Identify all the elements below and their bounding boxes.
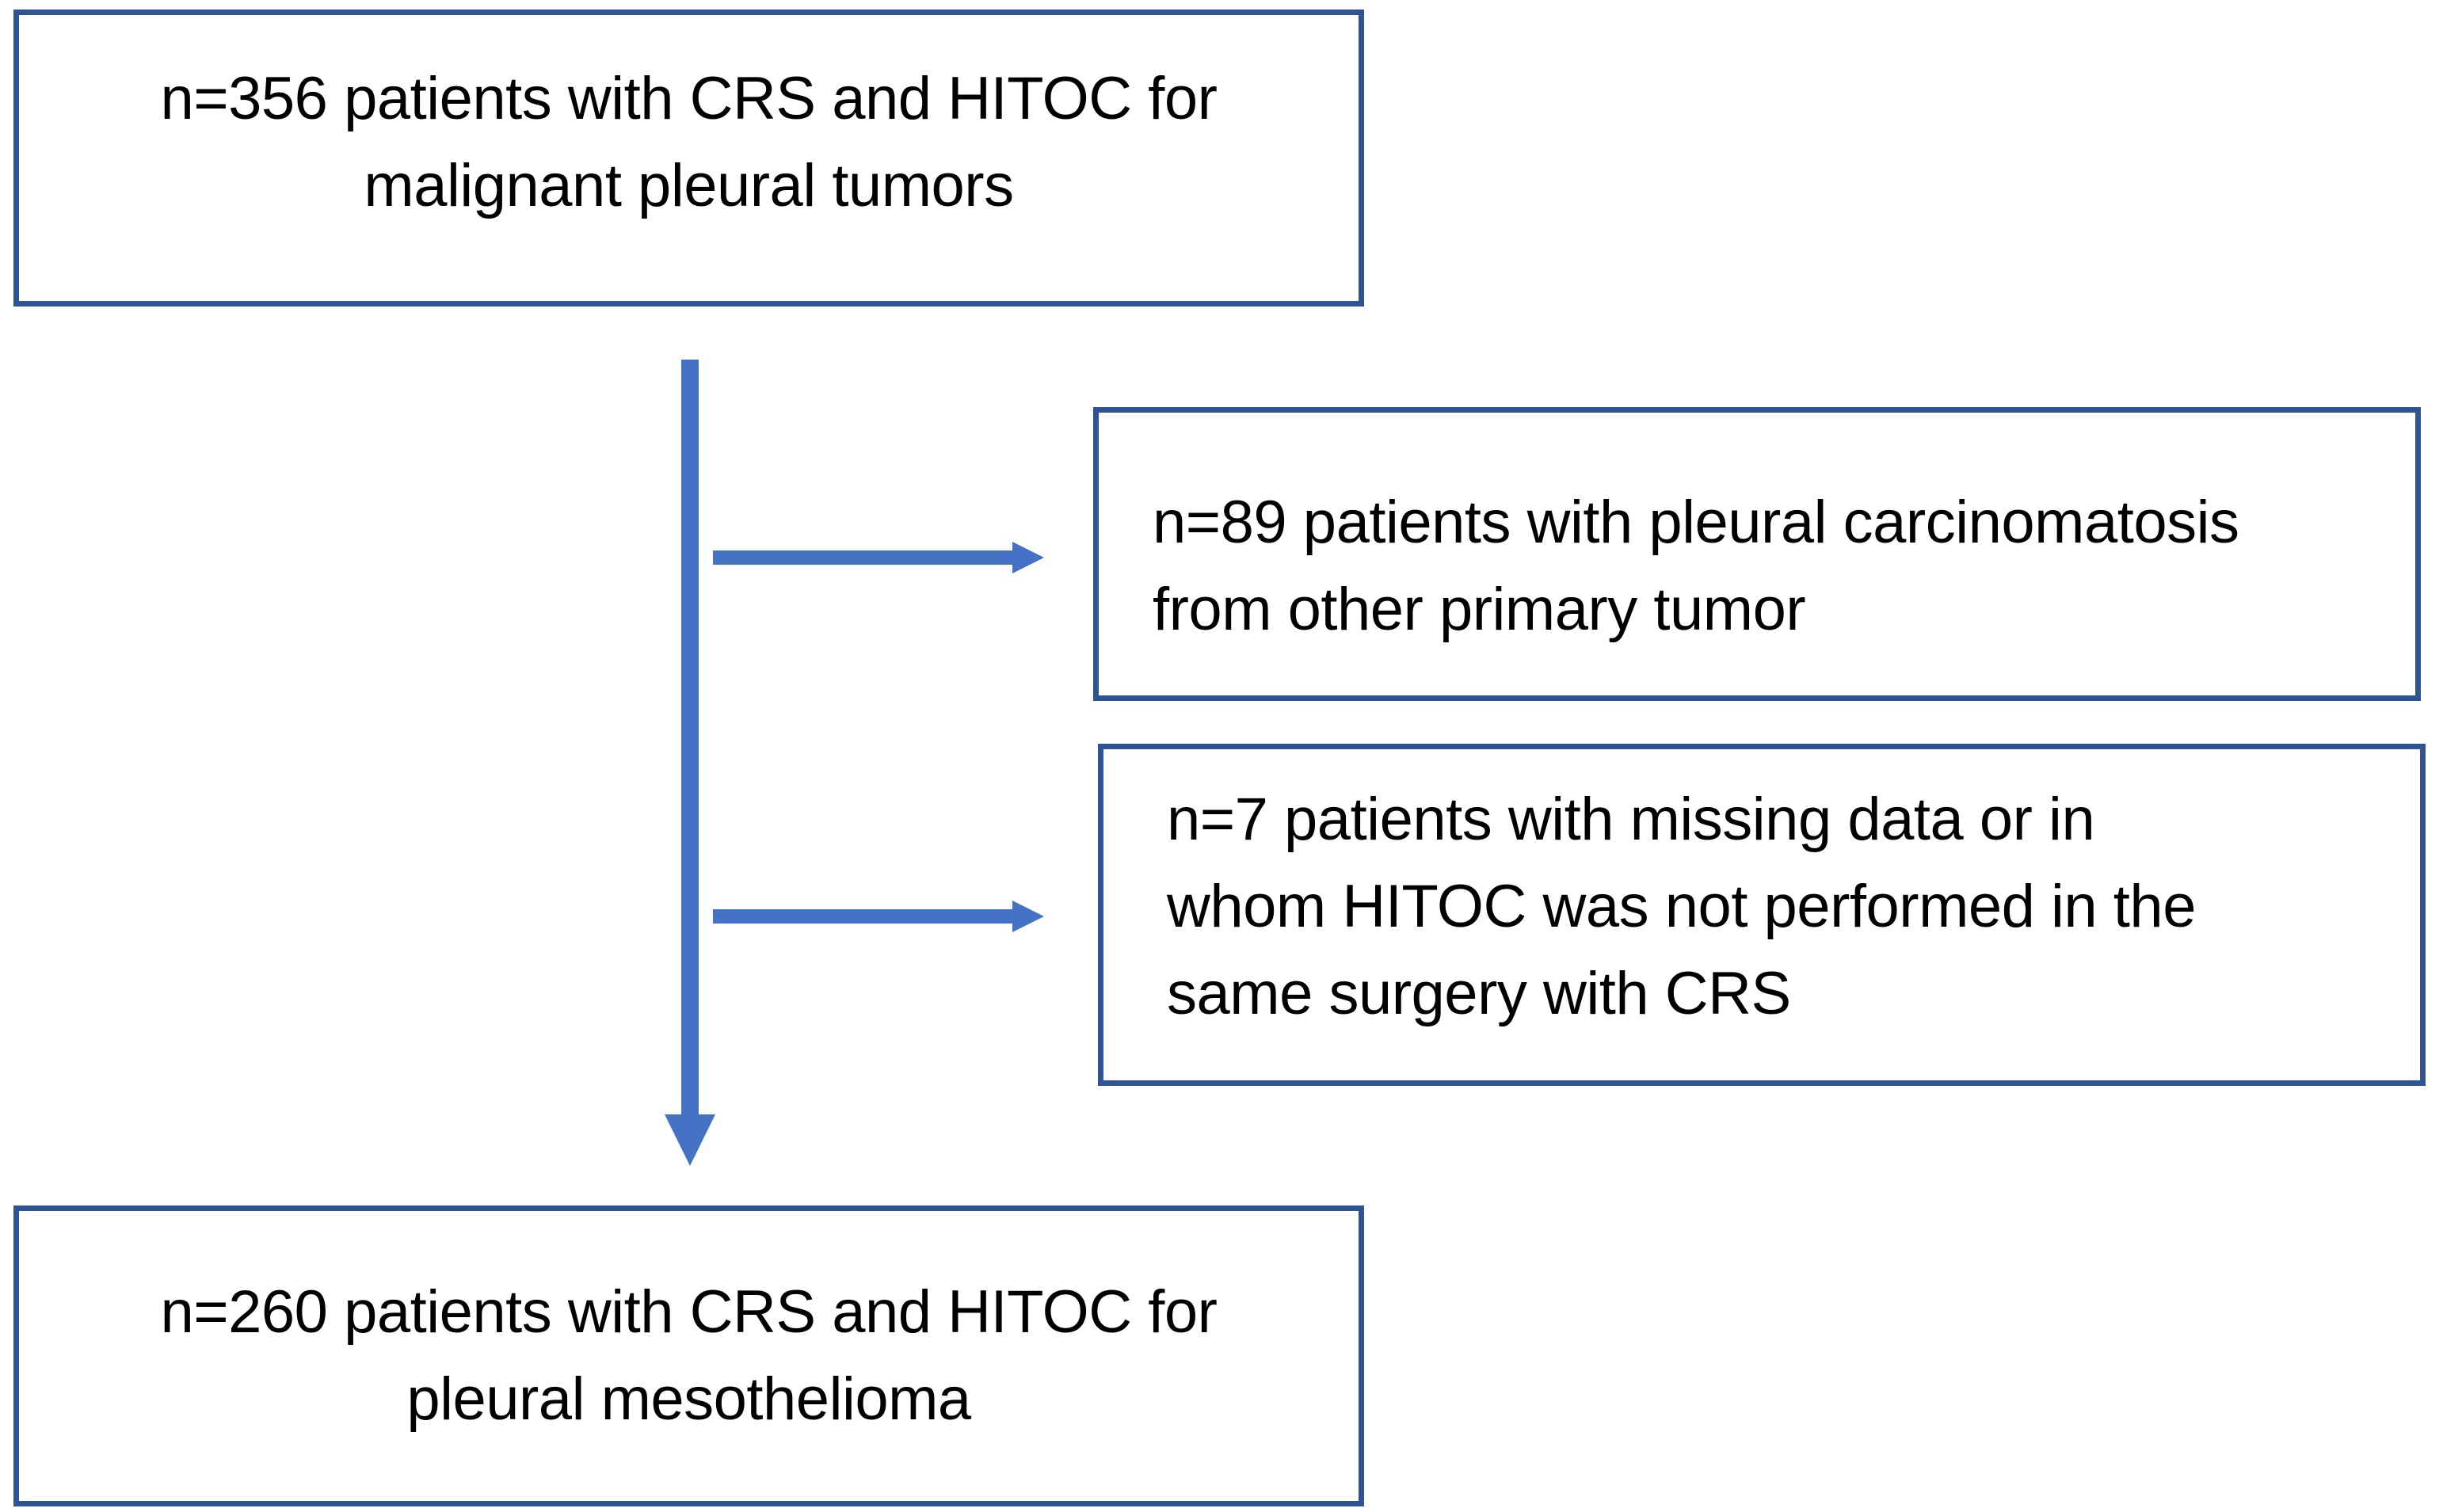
right-arrow-head-icon — [1012, 901, 1044, 932]
right-arrow-head-icon — [1012, 542, 1044, 573]
right-arrow-shaft — [713, 909, 1012, 924]
box-excluded-carcinomatosis: n=89 patients with pleural carcinomatosi… — [1093, 407, 2421, 701]
down-arrow-head-icon — [665, 1114, 715, 1166]
box-excluded-missing-data-line-2: whom HITOC was not performed in the — [1167, 873, 2196, 940]
box-excluded-missing-data: n=7 patients with missing data or in who… — [1098, 744, 2426, 1086]
box-source-cohort: n=356 patients with CRS and HITOC for ma… — [13, 10, 1364, 307]
down-arrow — [681, 360, 699, 1114]
box-excluded-carcinomatosis-line-1: n=89 patients with pleural carcinomatosi… — [1153, 488, 2239, 556]
box-final-line-2: pleural mesothelioma — [406, 1365, 971, 1433]
box-excluded-missing-data-line-3: same surgery with CRS — [1167, 960, 1791, 1027]
box-excluded-carcinomatosis-line-2: from other primary tumor — [1153, 575, 1806, 643]
right-arrow-shaft — [713, 550, 1012, 565]
box-source-line-2: malignant pleural tumors — [364, 151, 1014, 219]
box-final-line-1: n=260 patients with CRS and HITOC for — [160, 1278, 1218, 1346]
box-source-line-1: n=356 patients with CRS and HITOC for — [160, 64, 1218, 132]
box-excluded-missing-data-line-1: n=7 patients with missing data or in — [1167, 786, 2095, 853]
box-final-cohort: n=260 patients with CRS and HITOC for pl… — [13, 1205, 1364, 1506]
